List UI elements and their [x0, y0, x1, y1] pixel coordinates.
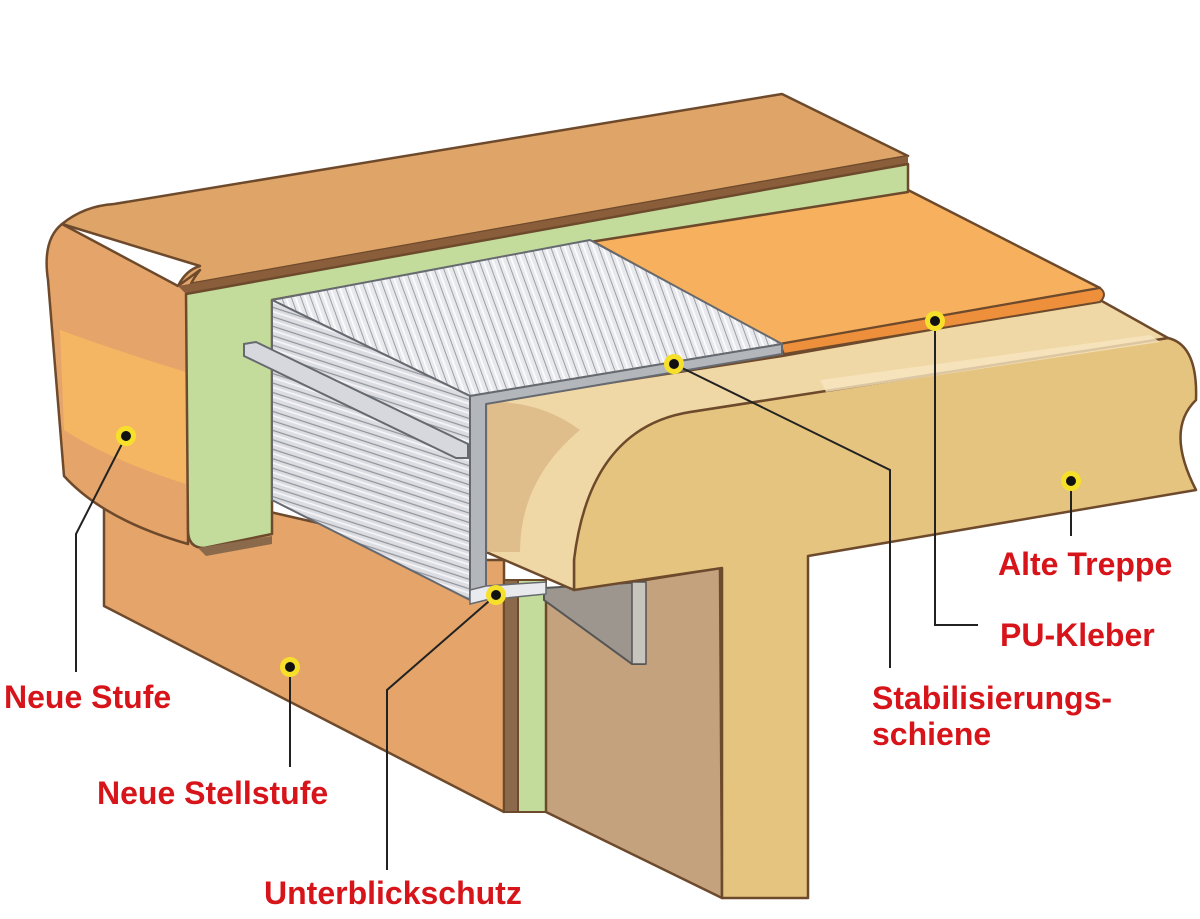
markers: [116, 311, 1081, 677]
old-stair-block: [484, 298, 1198, 900]
label-stabilisierung-line1: Stabilisierungs-: [872, 680, 1113, 716]
label-pu-kleber-text: PU-Kleber: [1000, 617, 1155, 653]
stringer-block: [543, 566, 724, 900]
marker-pu-kleber: [925, 311, 945, 331]
leader-stabilisierung: [673, 363, 891, 668]
leader-unterblickschutz: [386, 594, 497, 870]
marker-neue-stufe: [116, 426, 136, 446]
label-pu-kleber: PU-Kleber: [1000, 617, 1155, 653]
label-neue-stufe-text: Neue Stufe: [4, 679, 172, 715]
marker-alte-treppe: [1061, 471, 1081, 491]
label-unterblickschutz-text: Unterblickschutz: [264, 875, 522, 911]
marker-stabilisierung: [664, 354, 684, 374]
leader-neue-stufe: [75, 435, 127, 672]
new-step-block: [45, 92, 910, 546]
label-stabilisierung-line2: schiene: [872, 716, 992, 752]
marker-unterblickschutz: [486, 585, 506, 605]
glue-layer: [184, 162, 910, 556]
label-neue-stufe: Neue Stufe: [4, 679, 171, 715]
leader-pu-kleber: [934, 321, 978, 626]
label-unterblickschutz: Unterblickschutz: [264, 875, 522, 911]
label-alte-treppe: Alte Treppe: [998, 546, 1172, 582]
marker-neue-stellstufe: [280, 657, 300, 677]
label-neue-stellstufe-text: Neue Stellstufe: [97, 775, 329, 811]
stabilizing-rail: [243, 239, 783, 605]
label-stabilisierungsschiene: Stabilisierungs- schiene: [872, 680, 1112, 752]
label-neue-stellstufe: Neue Stellstufe: [97, 775, 328, 811]
label-alte-treppe-text: Alte Treppe: [998, 546, 1173, 582]
